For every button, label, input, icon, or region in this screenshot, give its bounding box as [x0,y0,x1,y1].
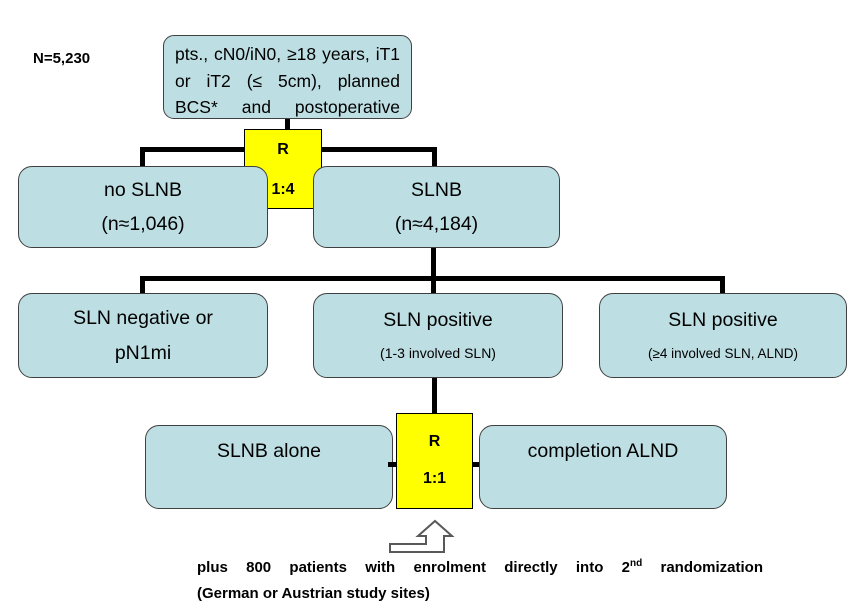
eligibility-line-2: or iT2 (≤ 5cm), planned [175,70,400,91]
total-n-label: N=5,230 [33,50,91,67]
randomization-1-label: R [277,141,289,158]
randomization-2-box: R 1:1 [396,413,473,509]
outcome-sln-negative-box: SLN negative or pN1mi [18,293,268,378]
connector-row1-right-drop [432,147,437,167]
randomization-2-ratio: 1:1 [422,470,447,487]
arm-slnb-title: SLNB [411,179,462,202]
eligibility-box: pts., cN0/iN0, ≥18 years, iT1 or iT2 (≤ … [163,35,412,119]
arm-no-slnb-title: no SLNB [103,179,183,202]
arm-completion-alnd-title: completion ALND [527,440,679,462]
arm-slnb-box: SLNB (n≈4,184) [313,166,560,248]
arm-slnb-alone-box: SLNB alone [145,425,393,509]
randomization-2-label: R [428,433,441,450]
connector-row1-left-drop [140,147,145,167]
outcome-sln-positive-1-3-box: SLN positive (1-3 involved SLN) [313,293,563,378]
eligibility-line-1: pts., cN0/iN0, ≥18 years, iT1 [175,44,400,64]
arm-slnb-alone-title: SLNB alone [216,440,322,462]
outcome-sln-positive-4plus-box: SLN positive (≥4 involved SLN, ALND) [599,293,847,378]
outcome-sln-negative-line1: SLN negative or [73,307,213,330]
connector-row2-right-drop [720,276,725,294]
bent-up-arrow-icon [389,519,455,553]
footnote: plus 800 patients with enrolment directl… [197,555,763,607]
outcome-sln-positive-1-3-detail: (1-3 involved SLN) [380,345,496,362]
footnote-line-2: (German or Austrian study sites) [197,585,430,602]
outcome-sln-positive-1-3-title: SLN positive [383,308,493,331]
outcome-sln-negative-line2: pN1mi [114,341,172,364]
connector-row2-left-drop [140,276,145,294]
connector-rand2-left-stub [388,462,397,467]
randomization-1-ratio: 1:4 [271,181,295,198]
connector-row2-middle-drop [431,276,436,294]
connector-randomization2-vertical [432,378,437,414]
outcome-sln-positive-4plus-title: SLN positive [668,309,778,332]
connector-rand2-right-stub [471,462,480,467]
arm-slnb-n: (n≈4,184) [394,212,479,235]
footnote-line-1: plus 800 patients with enrolment directl… [197,555,763,581]
footnote-line1-post: randomization [642,559,763,576]
eligibility-line-3: BCS* and postoperative [175,97,400,117]
outcome-sln-positive-4plus-detail: (≥4 involved SLN, ALND) [648,345,798,361]
footnote-superscript: nd [630,558,643,569]
footnote-line1-pre: plus 800 patients with enrolment directl… [197,559,630,576]
connector-slnb-vertical [431,248,436,279]
arm-no-slnb-n: (n≈1,046) [101,212,185,235]
arm-completion-alnd-box: completion ALND [479,425,727,509]
arm-no-slnb-box: no SLNB (n≈1,046) [18,166,268,248]
